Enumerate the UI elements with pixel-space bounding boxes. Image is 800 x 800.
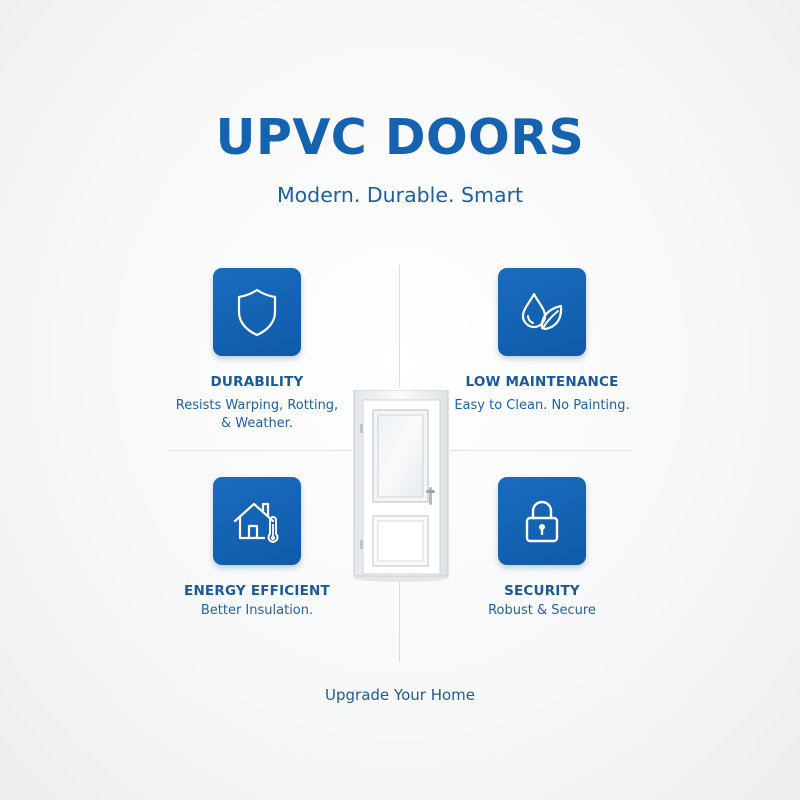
security-icon-box — [498, 477, 586, 565]
page-title: UPVC DOORS — [215, 109, 585, 166]
upgrade-cta-text: Upgrade Your Home — [325, 686, 475, 704]
security-title: SECURITY — [504, 583, 580, 599]
low-maintenance-description: Easy to Clean. No Painting. — [454, 398, 630, 413]
low-maintenance-icon-box — [498, 268, 586, 356]
upvc-door-image — [353, 389, 449, 582]
low-maintenance-title: LOW MAINTENANCE — [465, 374, 619, 390]
house-thermometer-icon — [233, 502, 279, 543]
water-drop-leaf-icon — [521, 292, 563, 331]
shield-icon — [237, 288, 277, 337]
energy-efficient-title: ENERGY EFFICIENT — [184, 583, 330, 599]
padlock-icon — [525, 500, 559, 543]
security-description: Robust & Secure — [488, 603, 596, 618]
page-subtitle: Modern. Durable. Smart — [276, 183, 524, 207]
door-illustration — [352, 389, 450, 582]
divider-horizontal-left — [168, 450, 352, 451]
divider-horizontal-right — [450, 450, 633, 451]
durability-description-line1: Resists Warping, Rotting, — [175, 398, 339, 413]
divider-vertical-bottom — [399, 582, 400, 662]
divider-vertical-top — [399, 265, 400, 387]
energy-efficient-description: Better Insulation. — [200, 603, 314, 618]
durability-title: DURABILITY — [210, 374, 304, 390]
energy-efficient-icon-box — [213, 477, 301, 565]
durability-icon-box — [213, 268, 301, 356]
durability-description-line2: & Weather. — [221, 416, 293, 431]
